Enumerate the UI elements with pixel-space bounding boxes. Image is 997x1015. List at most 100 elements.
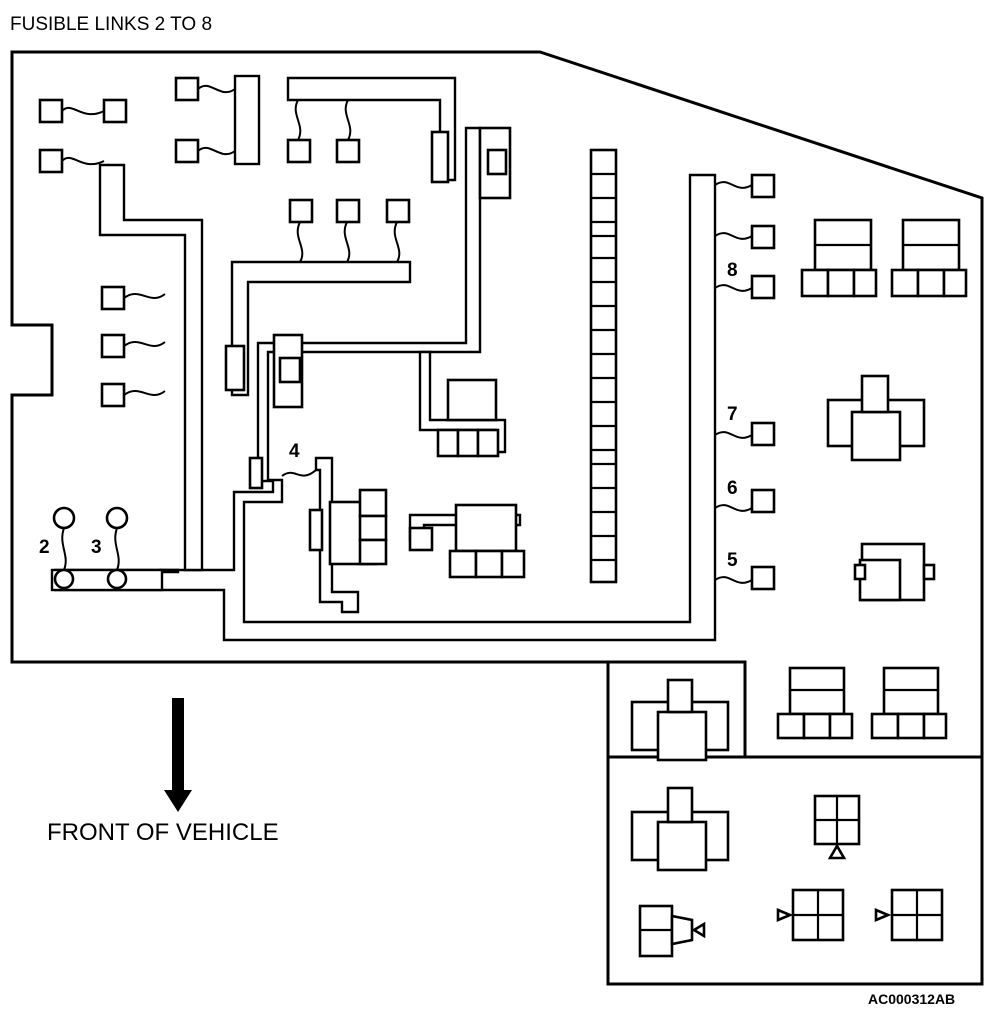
relay-pin [800, 268, 830, 298]
fuse-wire [123, 341, 166, 347]
relay-pin [436, 428, 460, 458]
relay-tab [308, 508, 324, 552]
fuse [408, 526, 434, 552]
connector [430, 130, 450, 184]
relay-pin [456, 428, 480, 458]
fuse-wire [343, 221, 351, 263]
fuse-strip-bar [233, 74, 261, 166]
fuse [174, 76, 200, 102]
fusible-link-label-7: 7 [727, 404, 738, 425]
relay-pin [852, 268, 878, 298]
left-bus-bar [98, 163, 204, 572]
fuse [750, 173, 776, 199]
relay-pin [826, 268, 856, 298]
relay-nose [670, 914, 694, 946]
fuse-wire [123, 390, 166, 396]
relay-core [858, 558, 902, 602]
fuse [100, 333, 126, 359]
relay-tab [922, 563, 936, 581]
fuse-group-top-left [38, 76, 236, 174]
front-of-vehicle-label: FRONT OF VEHICLE [47, 819, 279, 846]
fuse-wire [61, 106, 105, 116]
fuse-wire [344, 99, 352, 141]
fuse-wire [61, 156, 105, 166]
arrow-shaft [172, 698, 184, 794]
top-bus-bar [286, 76, 457, 182]
fusible-link-label-3: 3 [91, 537, 102, 558]
relay-tab [853, 563, 867, 581]
fuse-column-dividers [591, 172, 616, 562]
relay-top [860, 374, 890, 414]
relay-core [656, 820, 708, 872]
middle-bus-bar [230, 260, 412, 397]
fuse-wire [197, 146, 236, 156]
fuse [100, 285, 126, 311]
fuse-wire [197, 84, 236, 94]
relay-pin [890, 268, 920, 298]
relay-body [446, 378, 498, 422]
relay-pin [776, 712, 806, 740]
fuse [38, 148, 64, 174]
relay-pin [870, 712, 900, 740]
fusible-link-8 [714, 284, 753, 292]
diagram-title: FUSIBLE LINKS 2 TO 8 [10, 14, 212, 35]
fuse-column [589, 148, 618, 584]
relay-pin [802, 712, 832, 740]
fuse [335, 138, 361, 164]
relay-core [850, 410, 902, 462]
fuse-wire [393, 221, 401, 263]
fuse-wire [714, 232, 753, 240]
relay-pin [942, 268, 968, 298]
relay-pin [474, 549, 504, 579]
connector [224, 344, 246, 392]
fuse [38, 98, 64, 124]
tab-triangle [776, 908, 794, 922]
relay-top [666, 678, 694, 714]
center-relays [408, 350, 526, 579]
relay-pin [486, 148, 508, 176]
fuse [174, 138, 200, 164]
fuse-group-top [286, 99, 361, 164]
fusible-link-label-6: 6 [727, 478, 738, 499]
relay-core [656, 710, 708, 762]
fuse-group-left [100, 285, 166, 408]
fusible-link-label-8: 8 [727, 260, 738, 281]
fusible-link-label-5: 5 [727, 550, 738, 571]
relay-pin [358, 514, 388, 542]
arrow-head [164, 790, 192, 812]
fuse [335, 198, 361, 224]
terminal [106, 568, 128, 590]
fuse-wire [294, 99, 302, 141]
fuse [102, 98, 128, 124]
connector [248, 456, 264, 490]
fuse-wire [714, 181, 753, 189]
lower-relays [630, 666, 948, 958]
figure-code: AC000312AB [868, 991, 955, 1007]
fuse [750, 421, 776, 447]
lower-compartment-divider [608, 660, 982, 759]
fusible-link-2 [61, 527, 67, 571]
relay-pin [448, 549, 478, 579]
front-direction-arrow [164, 698, 192, 812]
fusible-link-label-4: 4 [289, 441, 300, 462]
fuse-column-frame [589, 148, 618, 584]
terminal [53, 568, 75, 590]
relay-body [454, 503, 518, 553]
fusible-link-3 [114, 527, 120, 571]
tab-triangle [827, 843, 847, 860]
fusible-link-label-2: 2 [39, 537, 50, 558]
terminal [52, 506, 76, 530]
fuse [750, 488, 776, 514]
fuse [750, 224, 776, 250]
relay-pin [922, 712, 948, 740]
relay-pin [358, 538, 388, 566]
fuse [750, 565, 776, 591]
fuse [100, 382, 126, 408]
relay-pin [476, 428, 500, 458]
relay-pin [896, 712, 926, 740]
right-relays [800, 218, 968, 602]
fusible-link-7 [714, 431, 753, 439]
relay-pin [278, 356, 302, 384]
fusible-link-5 [714, 576, 753, 584]
